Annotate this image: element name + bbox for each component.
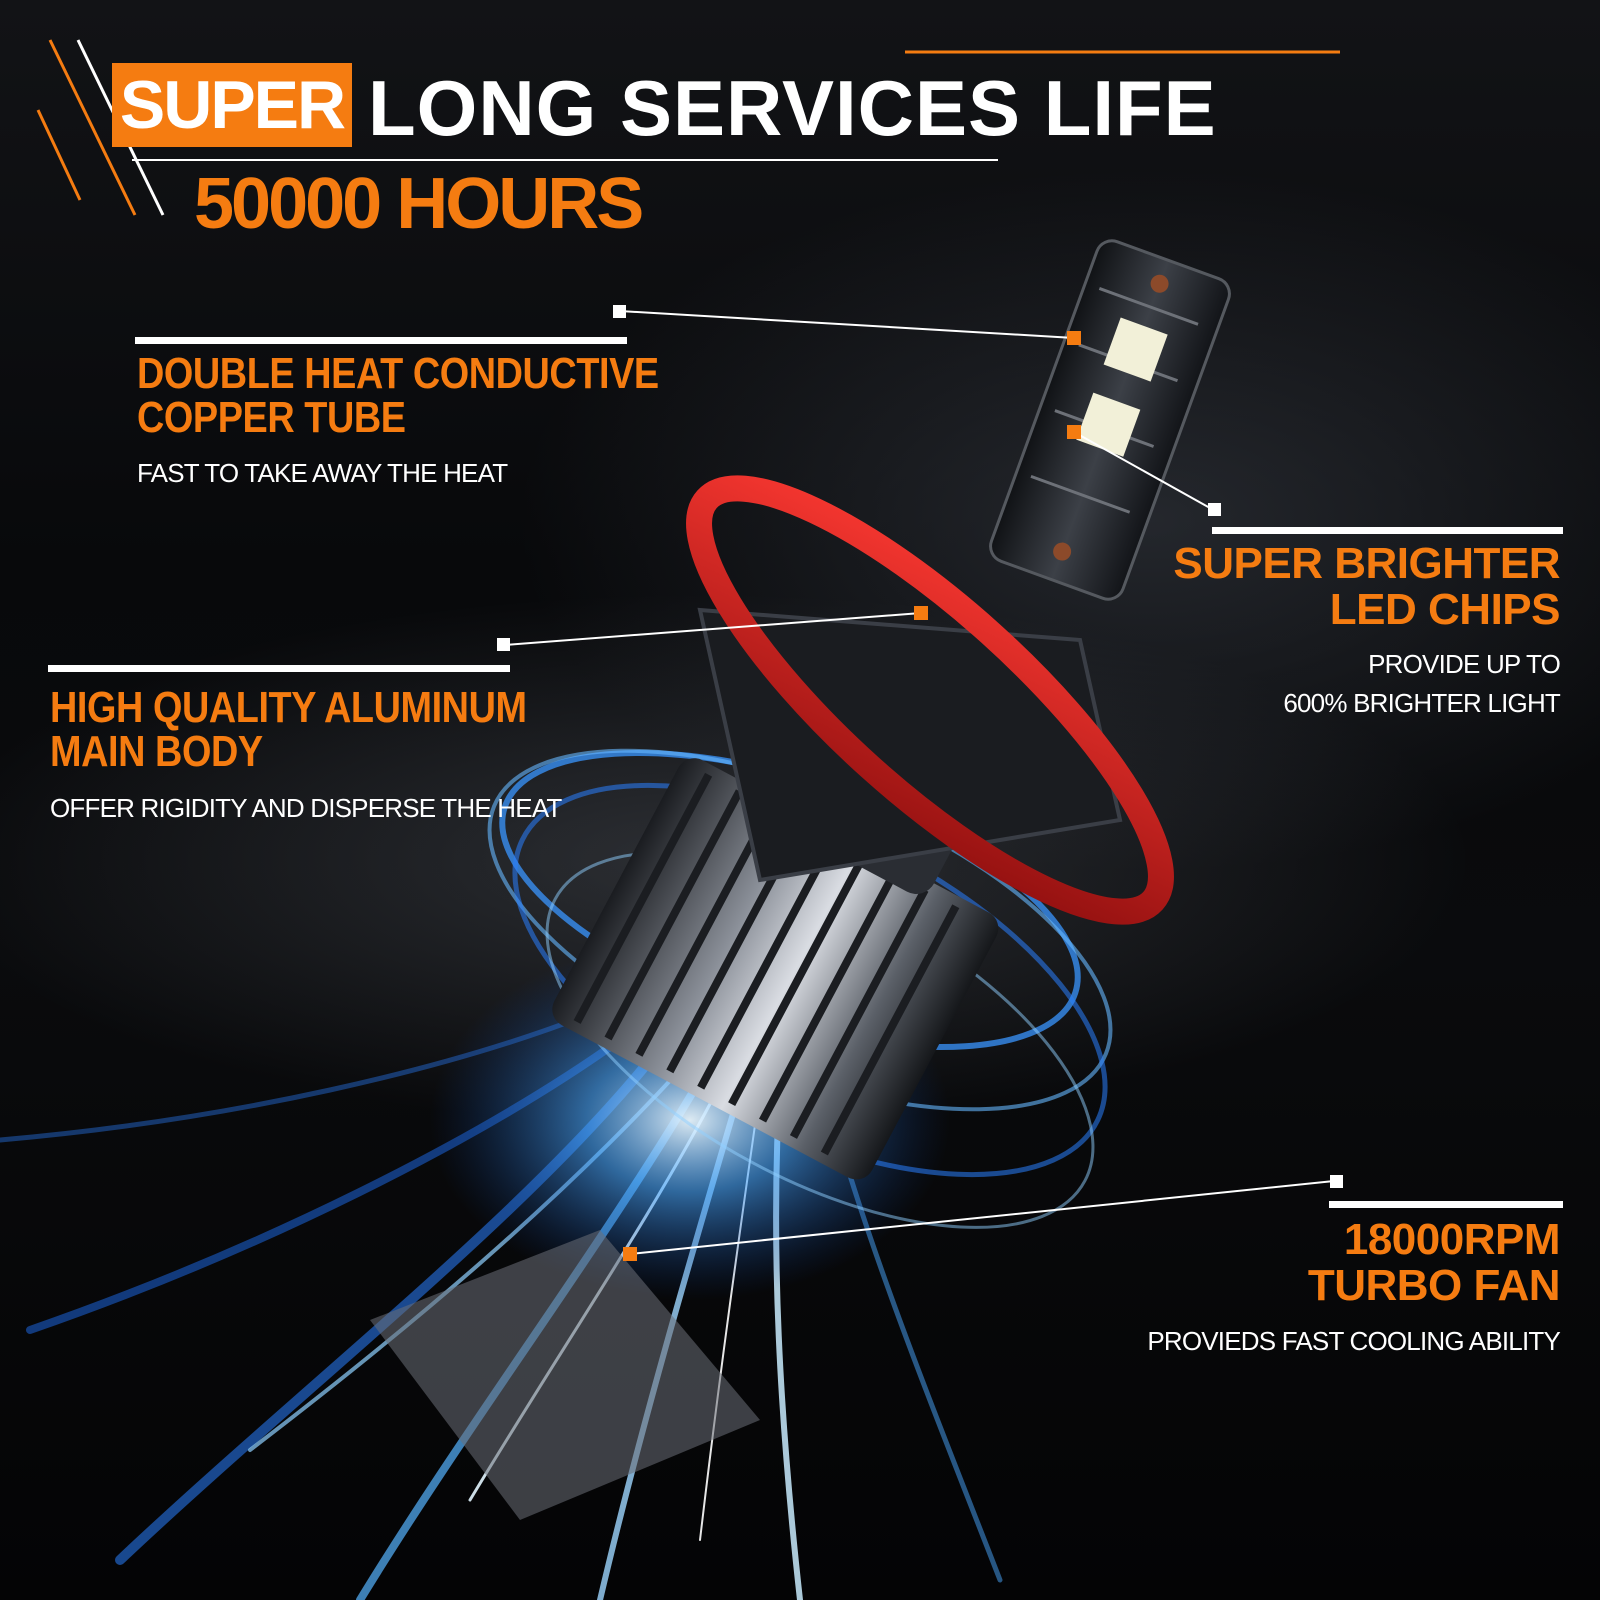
bulb-base xyxy=(697,607,1123,883)
base-plate xyxy=(370,1230,760,1520)
callout-lines xyxy=(504,310,1335,1255)
callout-marker xyxy=(497,638,510,651)
callout-anchor xyxy=(914,606,928,620)
feature-title: LED CHIPS xyxy=(1329,585,1561,634)
feature-description: 600% BRIGHTER LIGHT xyxy=(1283,688,1560,718)
feature-title: TURBO FAN xyxy=(1307,1261,1561,1310)
feature-title: MAIN BODY xyxy=(50,727,263,776)
led-chip xyxy=(1103,317,1168,382)
callout-divider xyxy=(1212,527,1563,534)
feature-description: FAST TO TAKE AWAY THE HEAT xyxy=(137,458,508,488)
title-highlight-badge: SUPER xyxy=(112,63,352,147)
led-stem xyxy=(989,239,1231,601)
page-title: LONG SERVICES LIFE xyxy=(368,64,1217,152)
feature-title: COPPER TUBE xyxy=(137,393,406,442)
feature-description: PROVIDE UP TO xyxy=(1368,649,1561,679)
feature-description: OFFER RIGIDITY AND DISPERSE THE HEAT xyxy=(50,793,562,823)
callout-marker xyxy=(1208,503,1221,516)
callout-anchor xyxy=(623,1247,637,1261)
callout-divider xyxy=(1329,1201,1563,1208)
red-seal-ring xyxy=(686,475,1174,925)
led-chip xyxy=(1076,392,1141,457)
callout-marker xyxy=(613,305,626,318)
feature-title: 18000RPM xyxy=(1343,1215,1561,1264)
feature-title: DOUBLE HEAT CONDUCTIVE xyxy=(137,349,659,398)
callout-divider xyxy=(48,665,510,672)
feature-description: PROVIEDS FAST COOLING ABILITY xyxy=(1147,1326,1560,1356)
service-life-hours: 50000 HOURS xyxy=(194,164,644,244)
feature-title: HIGH QUALITY ALUMINUM xyxy=(50,683,527,732)
callout-anchor xyxy=(1067,425,1081,439)
callout-divider xyxy=(135,337,627,344)
feature-title: SUPER BRIGHTER xyxy=(1173,539,1560,588)
callout-marker xyxy=(1330,1175,1343,1188)
callout-anchor xyxy=(1067,331,1081,345)
